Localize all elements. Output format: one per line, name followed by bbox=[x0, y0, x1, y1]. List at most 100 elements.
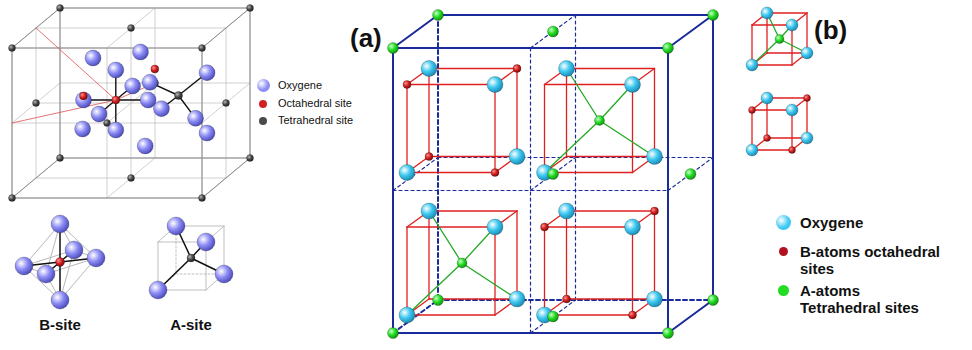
b-site-dot bbox=[513, 65, 521, 73]
legend-text: B-atoms octahedral sites bbox=[800, 243, 960, 277]
tetrahedral-site-dot bbox=[57, 5, 64, 12]
oxygen-sphere bbox=[133, 44, 149, 60]
tetrahedral-site-dot bbox=[247, 5, 254, 12]
tetrahedral-site-dot bbox=[187, 254, 195, 262]
octahedral-site-dot bbox=[56, 258, 65, 267]
subcell-edge bbox=[567, 156, 655, 157]
oxygen-sphere bbox=[509, 149, 525, 165]
a-site-dot bbox=[433, 10, 444, 21]
subcell-edge bbox=[566, 69, 567, 157]
oxygen-sphere bbox=[509, 291, 525, 307]
tetrahedral-site-dot bbox=[9, 45, 16, 52]
oxygen-sphere bbox=[199, 125, 215, 141]
oxygen-sphere bbox=[559, 203, 575, 219]
oxygen-sphere bbox=[108, 122, 124, 138]
oxygen-sphere bbox=[625, 219, 641, 235]
subcell-edge bbox=[632, 85, 633, 173]
subcell-edge bbox=[567, 210, 655, 211]
oxygen-sphere bbox=[761, 92, 773, 104]
cell-edge bbox=[12, 48, 202, 49]
legend-swatch bbox=[259, 100, 267, 108]
subcell-edge bbox=[566, 211, 567, 299]
subcell-edge bbox=[407, 84, 495, 85]
legend-text: Tetrahedral site bbox=[278, 114, 353, 127]
cell-edge bbox=[393, 332, 668, 334]
a-site-dot bbox=[388, 328, 399, 339]
oxygen-sphere bbox=[87, 249, 105, 267]
subcell-edge bbox=[516, 69, 517, 157]
a-site-dot bbox=[548, 26, 559, 37]
cell-edge bbox=[202, 158, 250, 198]
oxygen-sphere bbox=[421, 61, 437, 77]
site-label: A-site bbox=[170, 316, 212, 333]
oxygen-sphere bbox=[76, 92, 92, 108]
octant bbox=[537, 203, 663, 323]
a-site-dot bbox=[388, 43, 399, 54]
b-site-dot bbox=[425, 153, 433, 161]
site-link bbox=[12, 100, 116, 123]
subcell-edge bbox=[494, 85, 495, 173]
octant bbox=[399, 61, 525, 181]
cell-edge bbox=[60, 158, 250, 159]
oxygen-sphere bbox=[746, 59, 758, 71]
oxygen-sphere bbox=[559, 61, 575, 77]
a-site-dot bbox=[775, 35, 784, 44]
subcell-edge bbox=[406, 227, 407, 315]
cell-edge bbox=[392, 48, 394, 333]
cell-edge bbox=[393, 15, 438, 48]
a-site-dot bbox=[708, 295, 719, 306]
tetrahedral-site-dot bbox=[128, 25, 135, 32]
cell-edge bbox=[668, 15, 713, 48]
oxygen-sphere bbox=[625, 77, 641, 93]
tetrahedral-cube bbox=[746, 7, 813, 71]
a-site-dot bbox=[685, 169, 696, 180]
b-site-dot bbox=[629, 311, 637, 319]
legend-swatch bbox=[257, 79, 270, 92]
oxygen-sphere bbox=[215, 265, 233, 283]
subcell-edge bbox=[428, 211, 429, 299]
subcell-edge bbox=[567, 68, 655, 69]
oxygen-sphere bbox=[51, 215, 69, 233]
bond-line bbox=[567, 69, 600, 121]
grid-line bbox=[202, 83, 250, 123]
site-link bbox=[36, 28, 116, 100]
legend-text: Oxygene bbox=[800, 214, 960, 231]
oxygen-sphere bbox=[786, 104, 798, 116]
oxygen-sphere bbox=[75, 121, 91, 137]
oxygen-sphere bbox=[51, 291, 69, 309]
bond-line bbox=[600, 121, 655, 157]
grid-line bbox=[60, 8, 61, 158]
tetrahedral-site-dot bbox=[33, 100, 40, 107]
legend-text: Oxygene bbox=[278, 79, 322, 92]
oxygen-sphere bbox=[647, 291, 663, 307]
spinel-cell bbox=[388, 10, 719, 339]
b-site-dot bbox=[541, 223, 549, 231]
legend-entry: A-atoms Tetrahedral sites bbox=[773, 282, 935, 316]
a-site-dot bbox=[663, 328, 674, 339]
divider-line bbox=[531, 15, 576, 48]
oxygen-sphere bbox=[65, 241, 83, 259]
octahedral-cube bbox=[746, 92, 813, 156]
cell-edge bbox=[393, 47, 668, 49]
oxygen-sphere bbox=[137, 138, 153, 154]
panel-label: (b) bbox=[814, 16, 847, 46]
oxygen-sphere bbox=[142, 74, 158, 90]
legend-swatch bbox=[779, 247, 788, 256]
panel-label: (a) bbox=[350, 24, 382, 54]
legend-entry: Oxygene bbox=[773, 214, 960, 231]
divider-line bbox=[668, 158, 713, 191]
subcell-edge bbox=[428, 69, 429, 157]
b-site-dot bbox=[563, 295, 571, 303]
grid-line bbox=[60, 158, 250, 159]
a-site-dot bbox=[457, 258, 467, 268]
oxygen-sphere bbox=[188, 110, 204, 126]
oxygen-sphere bbox=[801, 47, 813, 59]
a-site-dot bbox=[663, 43, 674, 54]
bond-line bbox=[429, 211, 462, 263]
tetrahedral-site-dot bbox=[223, 100, 230, 107]
cell-edge bbox=[202, 8, 250, 48]
octahedral-site-dot bbox=[151, 65, 159, 73]
a-site-dot bbox=[595, 116, 605, 126]
legend-swatch bbox=[778, 285, 789, 296]
